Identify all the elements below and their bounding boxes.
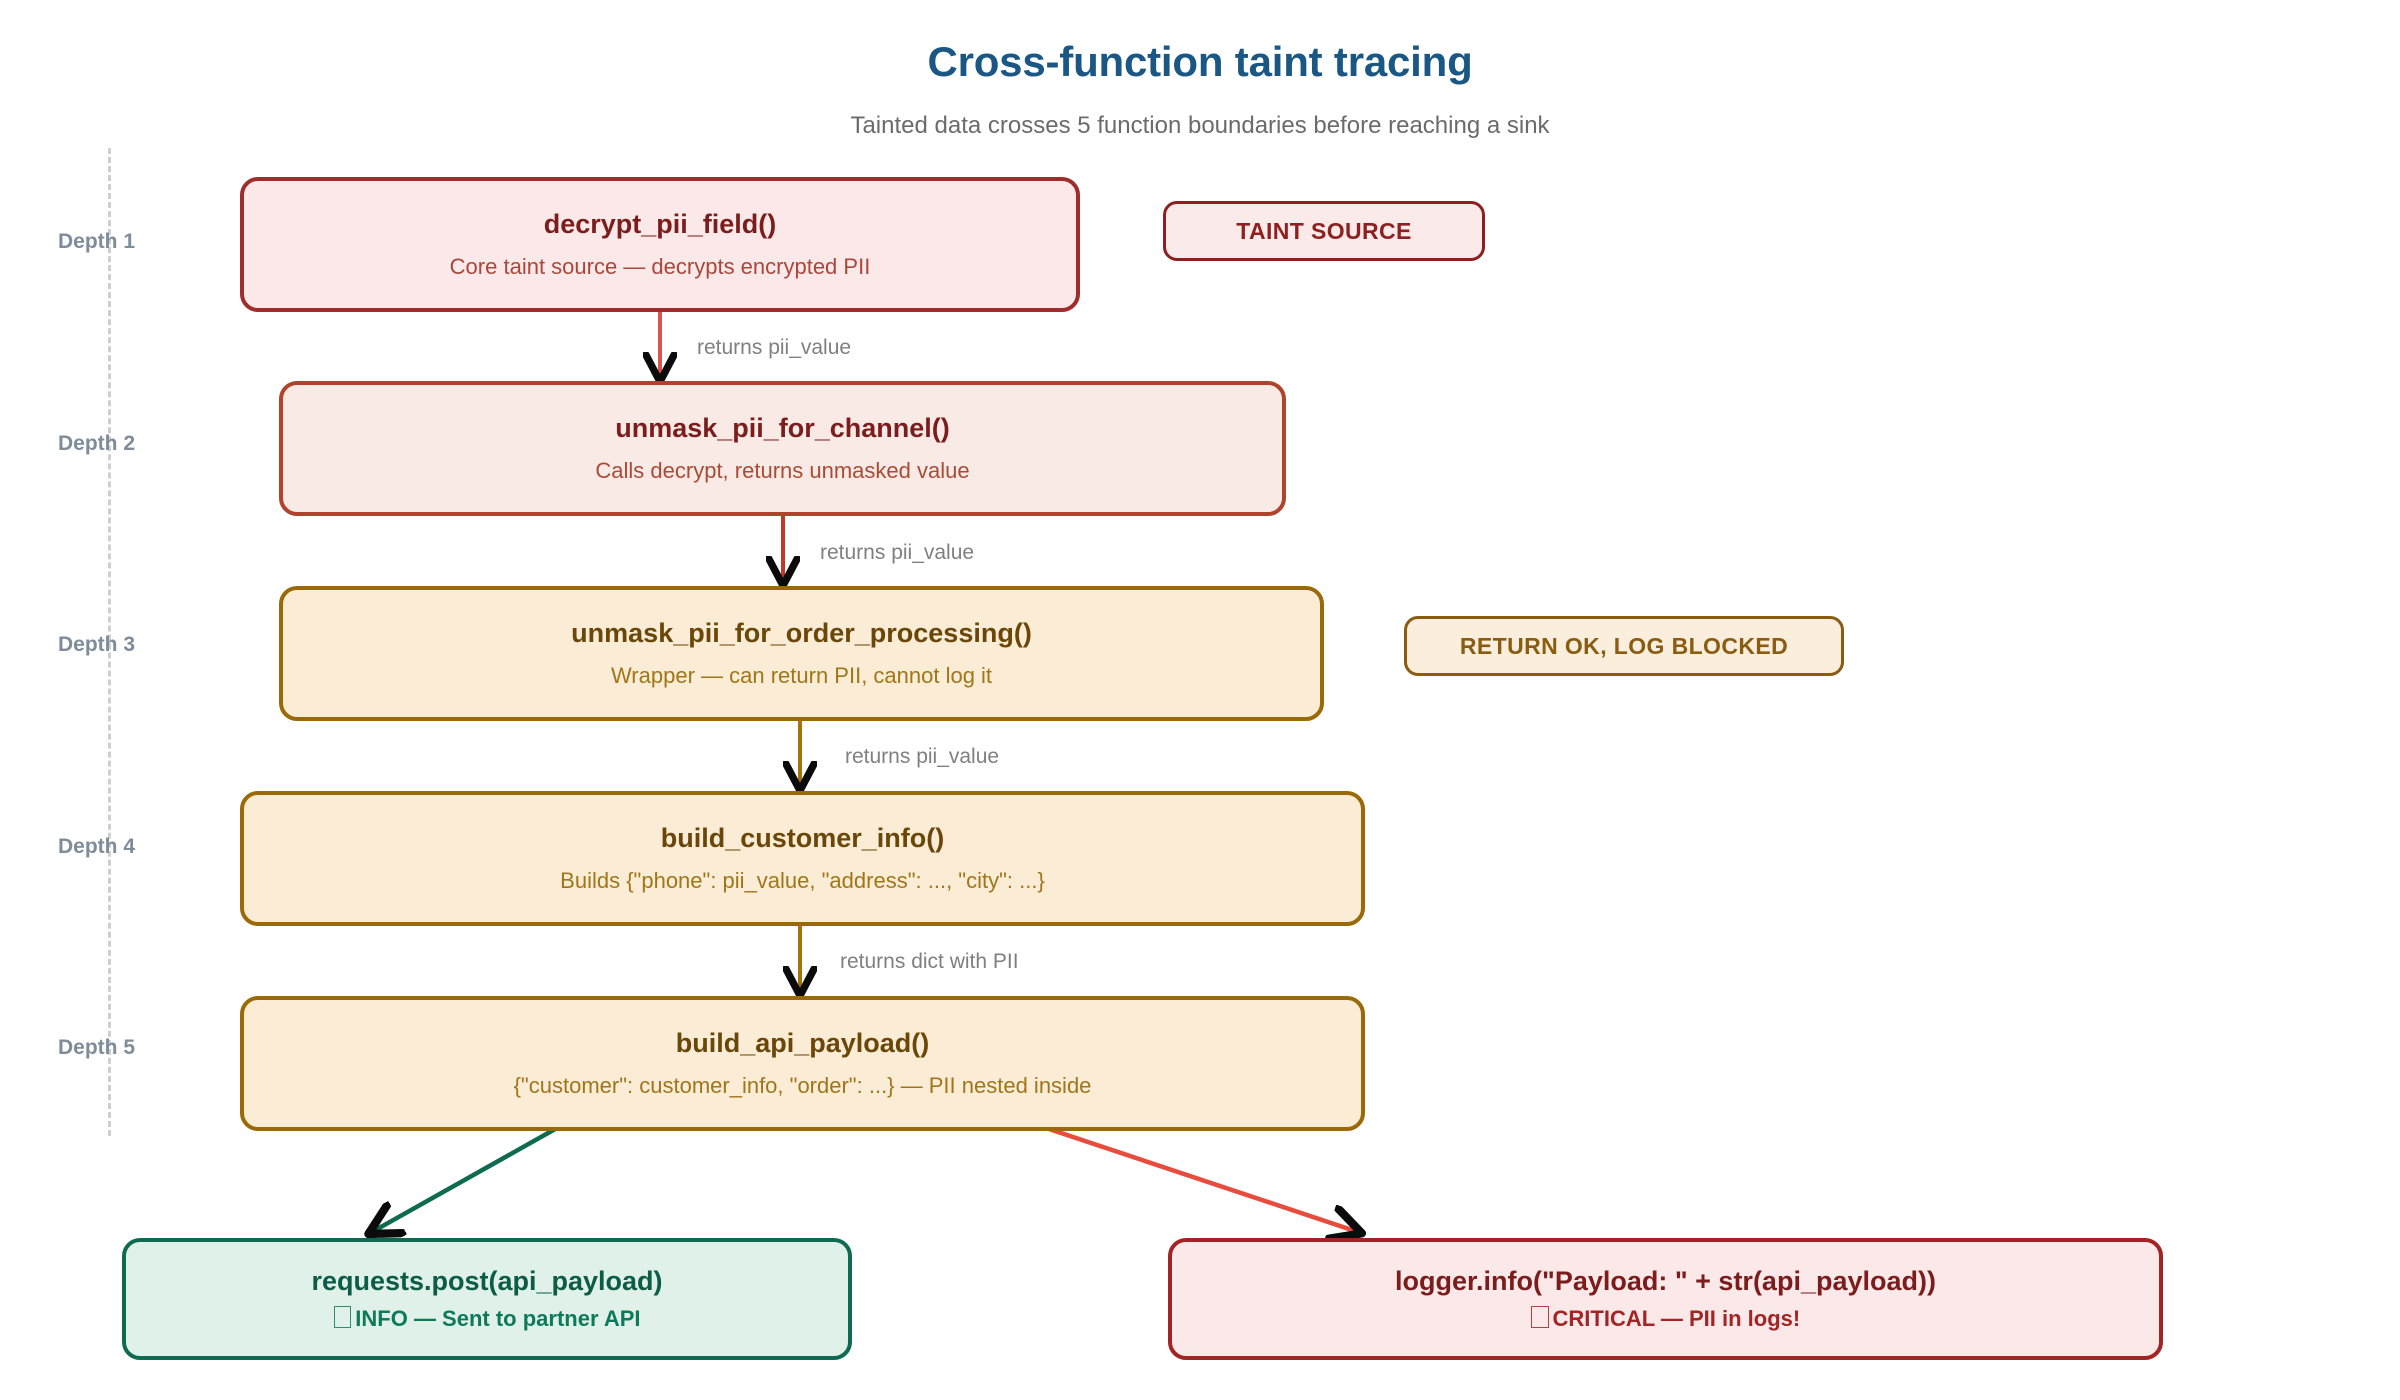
edge-api-payload-to-logger-info <box>1045 1125 1358 1232</box>
node-sink-requests-post[interactable]: requests.post(api_payload) INFO — Sent t… <box>122 1238 852 1360</box>
edge-label-4: returns dict with PII <box>840 950 1019 973</box>
page-title: Cross-function taint tracing <box>927 38 1473 85</box>
node-subtitle: Calls decrypt, returns unmasked value <box>595 457 970 483</box>
depth-label-4: Depth 4 <box>58 835 136 858</box>
node-build-customer-info[interactable]: build_customer_info() Builds {"phone": p… <box>240 791 1365 926</box>
depth-label-1: Depth 1 <box>58 230 136 253</box>
edge-label-2: returns pii_value <box>820 541 975 564</box>
node-subtitle: Core taint source — decrypts encrypted P… <box>449 253 871 279</box>
badge-label: TAINT SOURCE <box>1236 217 1412 244</box>
node-unmask-pii-for-channel[interactable]: unmask_pii_for_channel() Calls decrypt, … <box>279 381 1286 516</box>
depth-label-2: Depth 2 <box>58 432 136 455</box>
missing-glyph-icon <box>333 1305 352 1329</box>
node-subtitle: Wrapper — can return PII, cannot log it <box>610 662 993 688</box>
node-title: logger.info("Payload: " + str(api_payloa… <box>1395 1265 1936 1296</box>
node-status: INFO — Sent to partner API <box>333 1305 641 1334</box>
node-decrypt-pii-field[interactable]: decrypt_pii_field() Core taint source — … <box>240 177 1080 312</box>
status-text: CRITICAL — PII in logs! <box>1552 1305 1801 1331</box>
edge-api-payload-to-requests-post <box>372 1126 559 1232</box>
node-title: unmask_pii_for_channel() <box>615 412 950 443</box>
badge-label: RETURN OK, LOG BLOCKED <box>1459 632 1789 659</box>
depth-axis-line <box>108 148 111 1136</box>
badge-return-ok-log-blocked[interactable]: RETURN OK, LOG BLOCKED <box>1404 616 1844 676</box>
edge-label-1: returns pii_value <box>697 336 852 359</box>
page-subtitle: Tainted data crosses 5 function boundari… <box>850 112 1550 139</box>
node-status: CRITICAL — PII in logs! <box>1530 1305 1801 1334</box>
status-text: INFO — Sent to partner API <box>355 1305 641 1331</box>
node-subtitle: {"customer": customer_info, "order": ...… <box>513 1072 1092 1098</box>
node-subtitle: Builds {"phone": pii_value, "address": .… <box>560 867 1045 893</box>
badge-taint-source[interactable]: TAINT SOURCE <box>1163 201 1485 261</box>
node-title: build_customer_info() <box>660 822 945 853</box>
node-build-api-payload[interactable]: build_api_payload() {"customer": custome… <box>240 996 1365 1131</box>
node-title: requests.post(api_payload) <box>311 1265 663 1296</box>
node-sink-logger-info[interactable]: logger.info("Payload: " + str(api_payloa… <box>1168 1238 2163 1360</box>
node-title: build_api_payload() <box>675 1027 930 1058</box>
node-title: unmask_pii_for_order_processing() <box>571 617 1032 648</box>
missing-glyph-icon <box>1530 1305 1549 1329</box>
depth-label-3: Depth 3 <box>58 633 136 656</box>
node-title: decrypt_pii_field() <box>543 208 777 239</box>
node-unmask-pii-for-order-processing[interactable]: unmask_pii_for_order_processing() Wrappe… <box>279 586 1324 721</box>
edge-label-3: returns pii_value <box>845 745 1000 768</box>
depth-label-5: Depth 5 <box>58 1036 136 1059</box>
